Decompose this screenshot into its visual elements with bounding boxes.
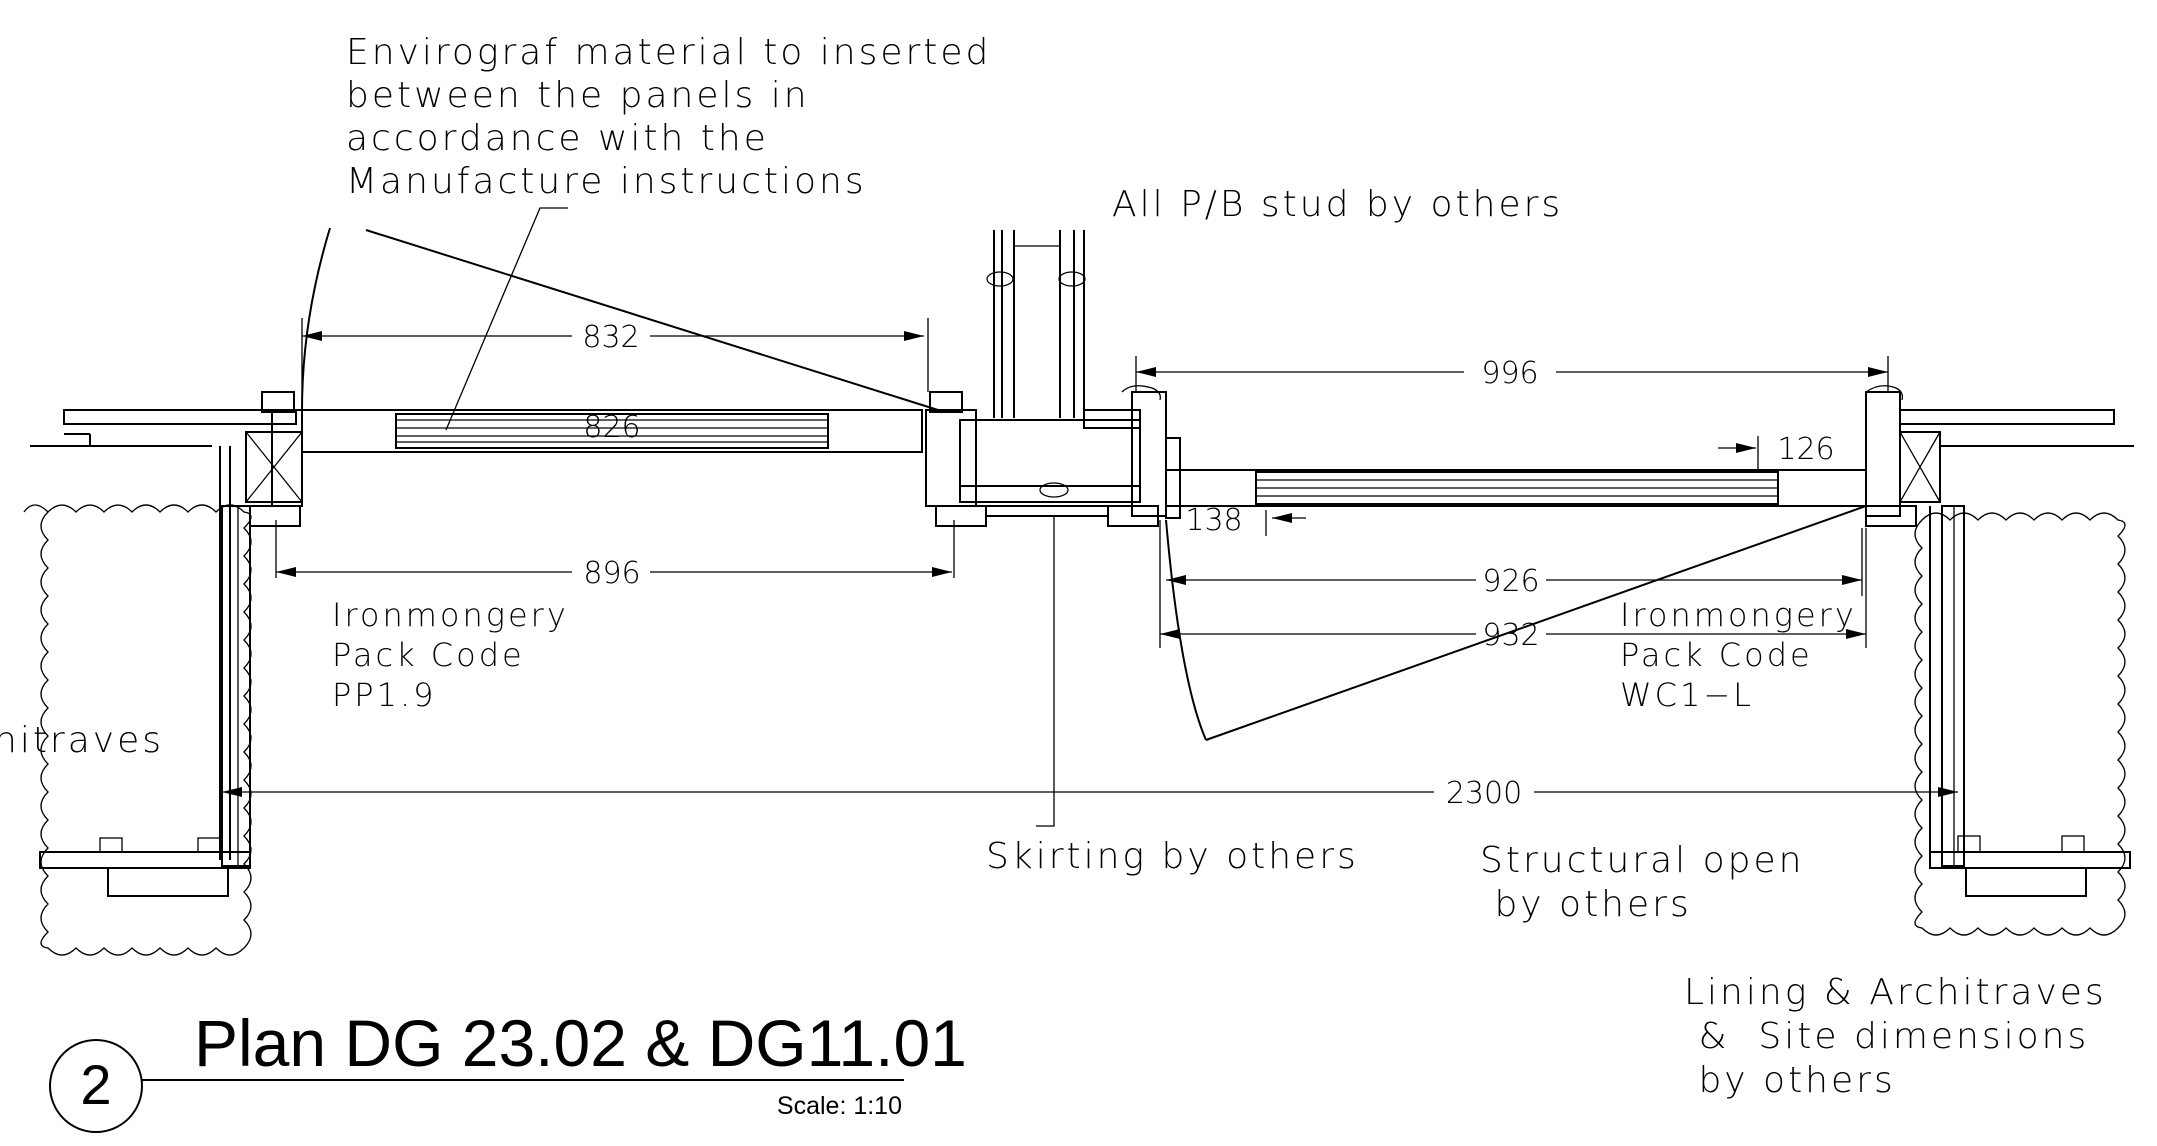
- right-swing-line: [1205, 505, 1867, 741]
- right-wall-section: [1865, 385, 2134, 936]
- dimension-lines: [222, 318, 1958, 797]
- dim-826: 826: [583, 410, 640, 445]
- dim-932: 932: [1482, 618, 1539, 653]
- left-swing-line: [365, 229, 939, 411]
- svg-text:Manufacture instructions: Manufacture instructions: [346, 161, 867, 202]
- svg-text:between the panels in: between the panels in: [346, 75, 810, 116]
- title-block: 2 Plan DG 23.02 & DG11.01 Scale: 1:10: [49, 1006, 967, 1133]
- left-door-leaf: [261, 391, 963, 453]
- skirting-note: Skirting by others: [986, 836, 1359, 877]
- structural-note: Structural open by others: [1480, 840, 1804, 925]
- right-door-swing: [1165, 519, 1207, 741]
- svg-text:by others: by others: [1480, 884, 1692, 925]
- ironmongery-right-note: Ironmongery Pack Code WC1−L: [1620, 596, 1857, 714]
- skirting-leader: [1036, 516, 1055, 827]
- svg-text:& Site dimensions: & Site dimensions: [1684, 1016, 2089, 1057]
- detail-number-circle: [49, 1039, 143, 1133]
- svg-text:Ironmongery: Ironmongery: [1620, 596, 1857, 634]
- dim-926: 926: [1482, 564, 1539, 599]
- left-wall-section: [23, 409, 303, 956]
- svg-text:Pack Code: Pack Code: [1620, 636, 1813, 674]
- svg-text:Ironmongery: Ironmongery: [332, 596, 569, 634]
- drawing-scale: Scale: 1:10: [777, 1092, 902, 1120]
- detail-number: 2: [80, 1053, 111, 1116]
- svg-text:accordance with the: accordance with the: [346, 118, 769, 159]
- svg-text:PP1.9: PP1.9: [332, 676, 436, 714]
- svg-text:by others: by others: [1684, 1060, 1896, 1101]
- left-door-swing: [301, 227, 331, 411]
- svg-text:Structural open: Structural open: [1480, 840, 1804, 881]
- svg-text:WC1−L: WC1−L: [1620, 676, 1754, 714]
- svg-text:Envirograf material to inserte: Envirograf material to inserted: [346, 32, 991, 73]
- envirograf-note: Envirograf material to inserted between …: [346, 32, 991, 202]
- svg-text:Lining & Architraves: Lining & Architraves: [1684, 972, 2107, 1013]
- stud-note: All P/B stud by others: [1112, 184, 1563, 225]
- architraves-left-note: hitraves: [0, 720, 164, 761]
- lining-note: Lining & Architraves & Site dimensions b…: [1684, 972, 2107, 1101]
- svg-text:Pack Code: Pack Code: [332, 636, 525, 674]
- dim-126: 126: [1777, 432, 1834, 467]
- dim-896: 896: [583, 556, 640, 591]
- dim-832: 832: [582, 320, 639, 355]
- right-door-leaf: [1165, 437, 1867, 519]
- dim-138: 138: [1185, 503, 1242, 538]
- centre-stud-wall: [925, 230, 1167, 527]
- drawing-title: Plan DG 23.02 & DG11.01: [194, 1006, 967, 1080]
- ironmongery-left-note: Ironmongery Pack Code PP1.9: [332, 596, 569, 714]
- dim-2300: 2300: [1446, 776, 1522, 811]
- dim-996: 996: [1481, 356, 1538, 391]
- envirograf-leader: [445, 207, 568, 431]
